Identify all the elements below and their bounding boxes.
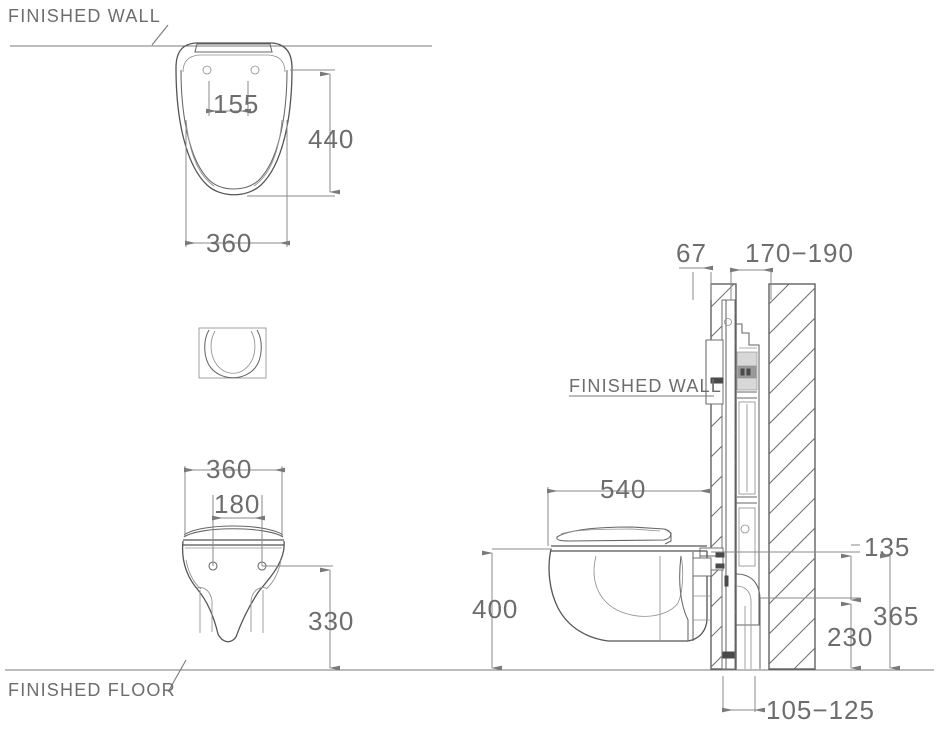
dimension-365: 365 bbox=[873, 553, 919, 671]
dimension-540-text: 540 bbox=[600, 474, 646, 504]
finished-wall-top-text: FINISHED WALL bbox=[8, 6, 161, 26]
dimension-360-front-text: 360 bbox=[206, 454, 252, 484]
dimension-330: 330 bbox=[262, 565, 354, 671]
dimension-360-front: 360 bbox=[184, 454, 285, 536]
dimension-360-plan-text: 360 bbox=[206, 228, 252, 258]
dimension-155-text: 155 bbox=[213, 89, 259, 119]
finished-wall-line-top bbox=[10, 24, 432, 47]
dimension-155: 155 bbox=[206, 81, 259, 119]
outlet-detail-geometry bbox=[198, 327, 267, 379]
dimension-230: 230 bbox=[760, 597, 873, 671]
finished-floor-line bbox=[5, 659, 934, 693]
dimension-360-plan: 360 bbox=[185, 120, 290, 258]
side-section-pan bbox=[548, 526, 712, 642]
dimension-230-text: 230 bbox=[827, 622, 873, 652]
dimension-105-125: 105−125 bbox=[722, 676, 875, 725]
dimension-365-text: 365 bbox=[873, 601, 919, 631]
dimension-440-text: 440 bbox=[308, 124, 354, 154]
dimension-180-text: 180 bbox=[214, 489, 260, 519]
dimension-540: 540 bbox=[547, 474, 710, 546]
dimension-180: 180 bbox=[212, 489, 265, 566]
dimension-170-190-text: 170−190 bbox=[745, 238, 854, 268]
finished-wall-right-text: FINISHED WALL bbox=[569, 376, 722, 396]
dimension-170-190: 170−190 bbox=[730, 238, 854, 300]
wall-section-right bbox=[768, 283, 816, 670]
front-elevation-geometry bbox=[181, 525, 285, 643]
plan-view-geometry bbox=[175, 42, 293, 196]
dimension-67: 67 bbox=[676, 238, 713, 300]
finished-floor-text: FINISHED FLOOR bbox=[8, 680, 176, 700]
finished-wall-label-right: FINISHED WALL bbox=[569, 376, 722, 397]
dimension-400: 400 bbox=[472, 548, 552, 671]
dimension-67-text: 67 bbox=[676, 238, 707, 268]
concealed-cistern-assembly bbox=[705, 299, 761, 670]
dimension-440: 440 bbox=[247, 69, 354, 197]
dimension-400-text: 400 bbox=[472, 594, 518, 624]
dimension-105-125-text: 105−125 bbox=[766, 695, 875, 725]
dimension-135-text: 135 bbox=[864, 532, 910, 562]
dimension-330-text: 330 bbox=[308, 606, 354, 636]
